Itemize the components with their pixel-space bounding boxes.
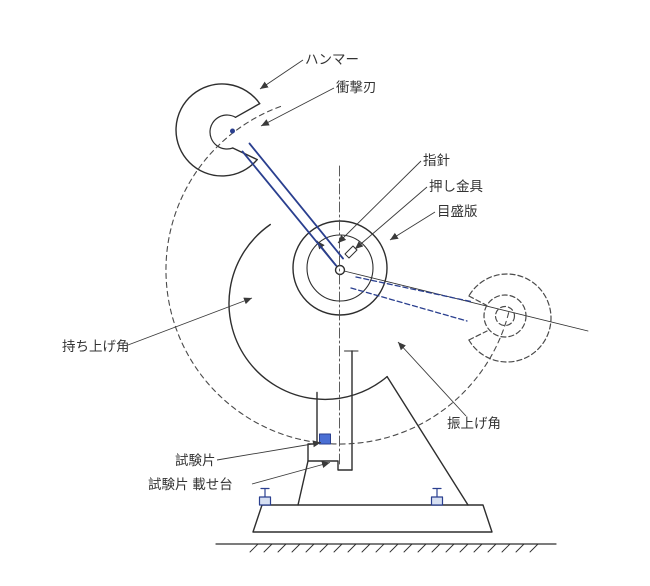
leader-lines xyxy=(127,59,467,485)
label-swing-angle: 振上げ角 xyxy=(447,416,501,431)
label-pointer: 指針 xyxy=(423,153,450,168)
label-hammer: ハンマー xyxy=(305,52,359,67)
hammer-outer-outline xyxy=(175,83,261,177)
ground-hatching xyxy=(249,543,539,553)
raised-hammer-mouth-bottom xyxy=(468,330,488,341)
anchor-bolt-right xyxy=(430,487,444,506)
leader-hammer xyxy=(259,59,304,90)
hammer xyxy=(175,83,261,177)
anchor-bolt-left xyxy=(258,487,272,506)
raised-hammer-outer-outline xyxy=(468,273,552,363)
pivot-hub xyxy=(334,264,346,276)
blue-artwork xyxy=(230,128,474,506)
raised-hammer-hub-ring xyxy=(494,305,516,327)
dial xyxy=(292,220,589,332)
base-slab xyxy=(252,504,493,533)
raised-arm-dashed xyxy=(350,276,474,322)
hammer-pivot-dot xyxy=(230,128,235,134)
raised-arm-upper-edge xyxy=(355,276,474,303)
body-circle-arc xyxy=(228,223,388,401)
raised-hammer-inner-ring xyxy=(483,294,527,338)
column-left-and-anvil xyxy=(307,391,353,471)
raised-arm-lower-edge xyxy=(350,287,468,322)
pendulum-arm xyxy=(241,142,344,267)
bolt-stem xyxy=(260,487,270,498)
labels: ハンマー 衝撃刃 指針 押し金具 目盛版 持ち上げ角 振上げ角 試験片 試験片 … xyxy=(62,52,501,492)
scale-plate-outer-ring xyxy=(292,220,388,316)
raised-hammer-dashed xyxy=(468,273,552,363)
label-specimen-stand: 試験片 載せ台 xyxy=(148,477,233,492)
specimen-block xyxy=(319,433,331,445)
label-impact-blade: 衝撃刃 xyxy=(336,80,377,95)
arm-upper-edge xyxy=(248,142,344,260)
bolt-nut xyxy=(430,496,444,506)
label-specimen: 試験片 xyxy=(175,453,216,468)
leader-scale-plate xyxy=(389,211,436,241)
bolt-nut xyxy=(258,496,272,506)
leader-impact-blade xyxy=(260,87,335,127)
pedestal-left-slant xyxy=(297,460,309,506)
machine-artwork xyxy=(175,83,589,553)
hammer-mouth-top xyxy=(234,102,261,118)
bolt-stem xyxy=(432,487,442,498)
leader-lift-angle xyxy=(127,297,253,346)
machine-body xyxy=(215,223,557,553)
leader-pointer xyxy=(337,160,422,244)
stand-right-edge xyxy=(386,375,469,506)
label-lift-angle: 持ち上げ角 xyxy=(62,339,130,354)
raised-hammer-mouth-top xyxy=(468,295,487,306)
pusher-fitting xyxy=(344,245,358,259)
leader-specimen xyxy=(216,440,322,461)
angle-reference-line xyxy=(339,269,589,332)
arm-lower-edge xyxy=(241,150,337,267)
swing-path-dashed-circle xyxy=(165,105,510,445)
leader-pusher xyxy=(354,186,428,250)
leader-specimen-stand xyxy=(251,461,331,485)
label-pusher: 押し金具 xyxy=(429,179,483,194)
hammer-inner-blade xyxy=(209,114,237,150)
leader-swing-angle xyxy=(397,341,467,417)
dashed-artwork xyxy=(165,105,552,465)
label-scale-plate: 目盛版 xyxy=(437,204,478,219)
